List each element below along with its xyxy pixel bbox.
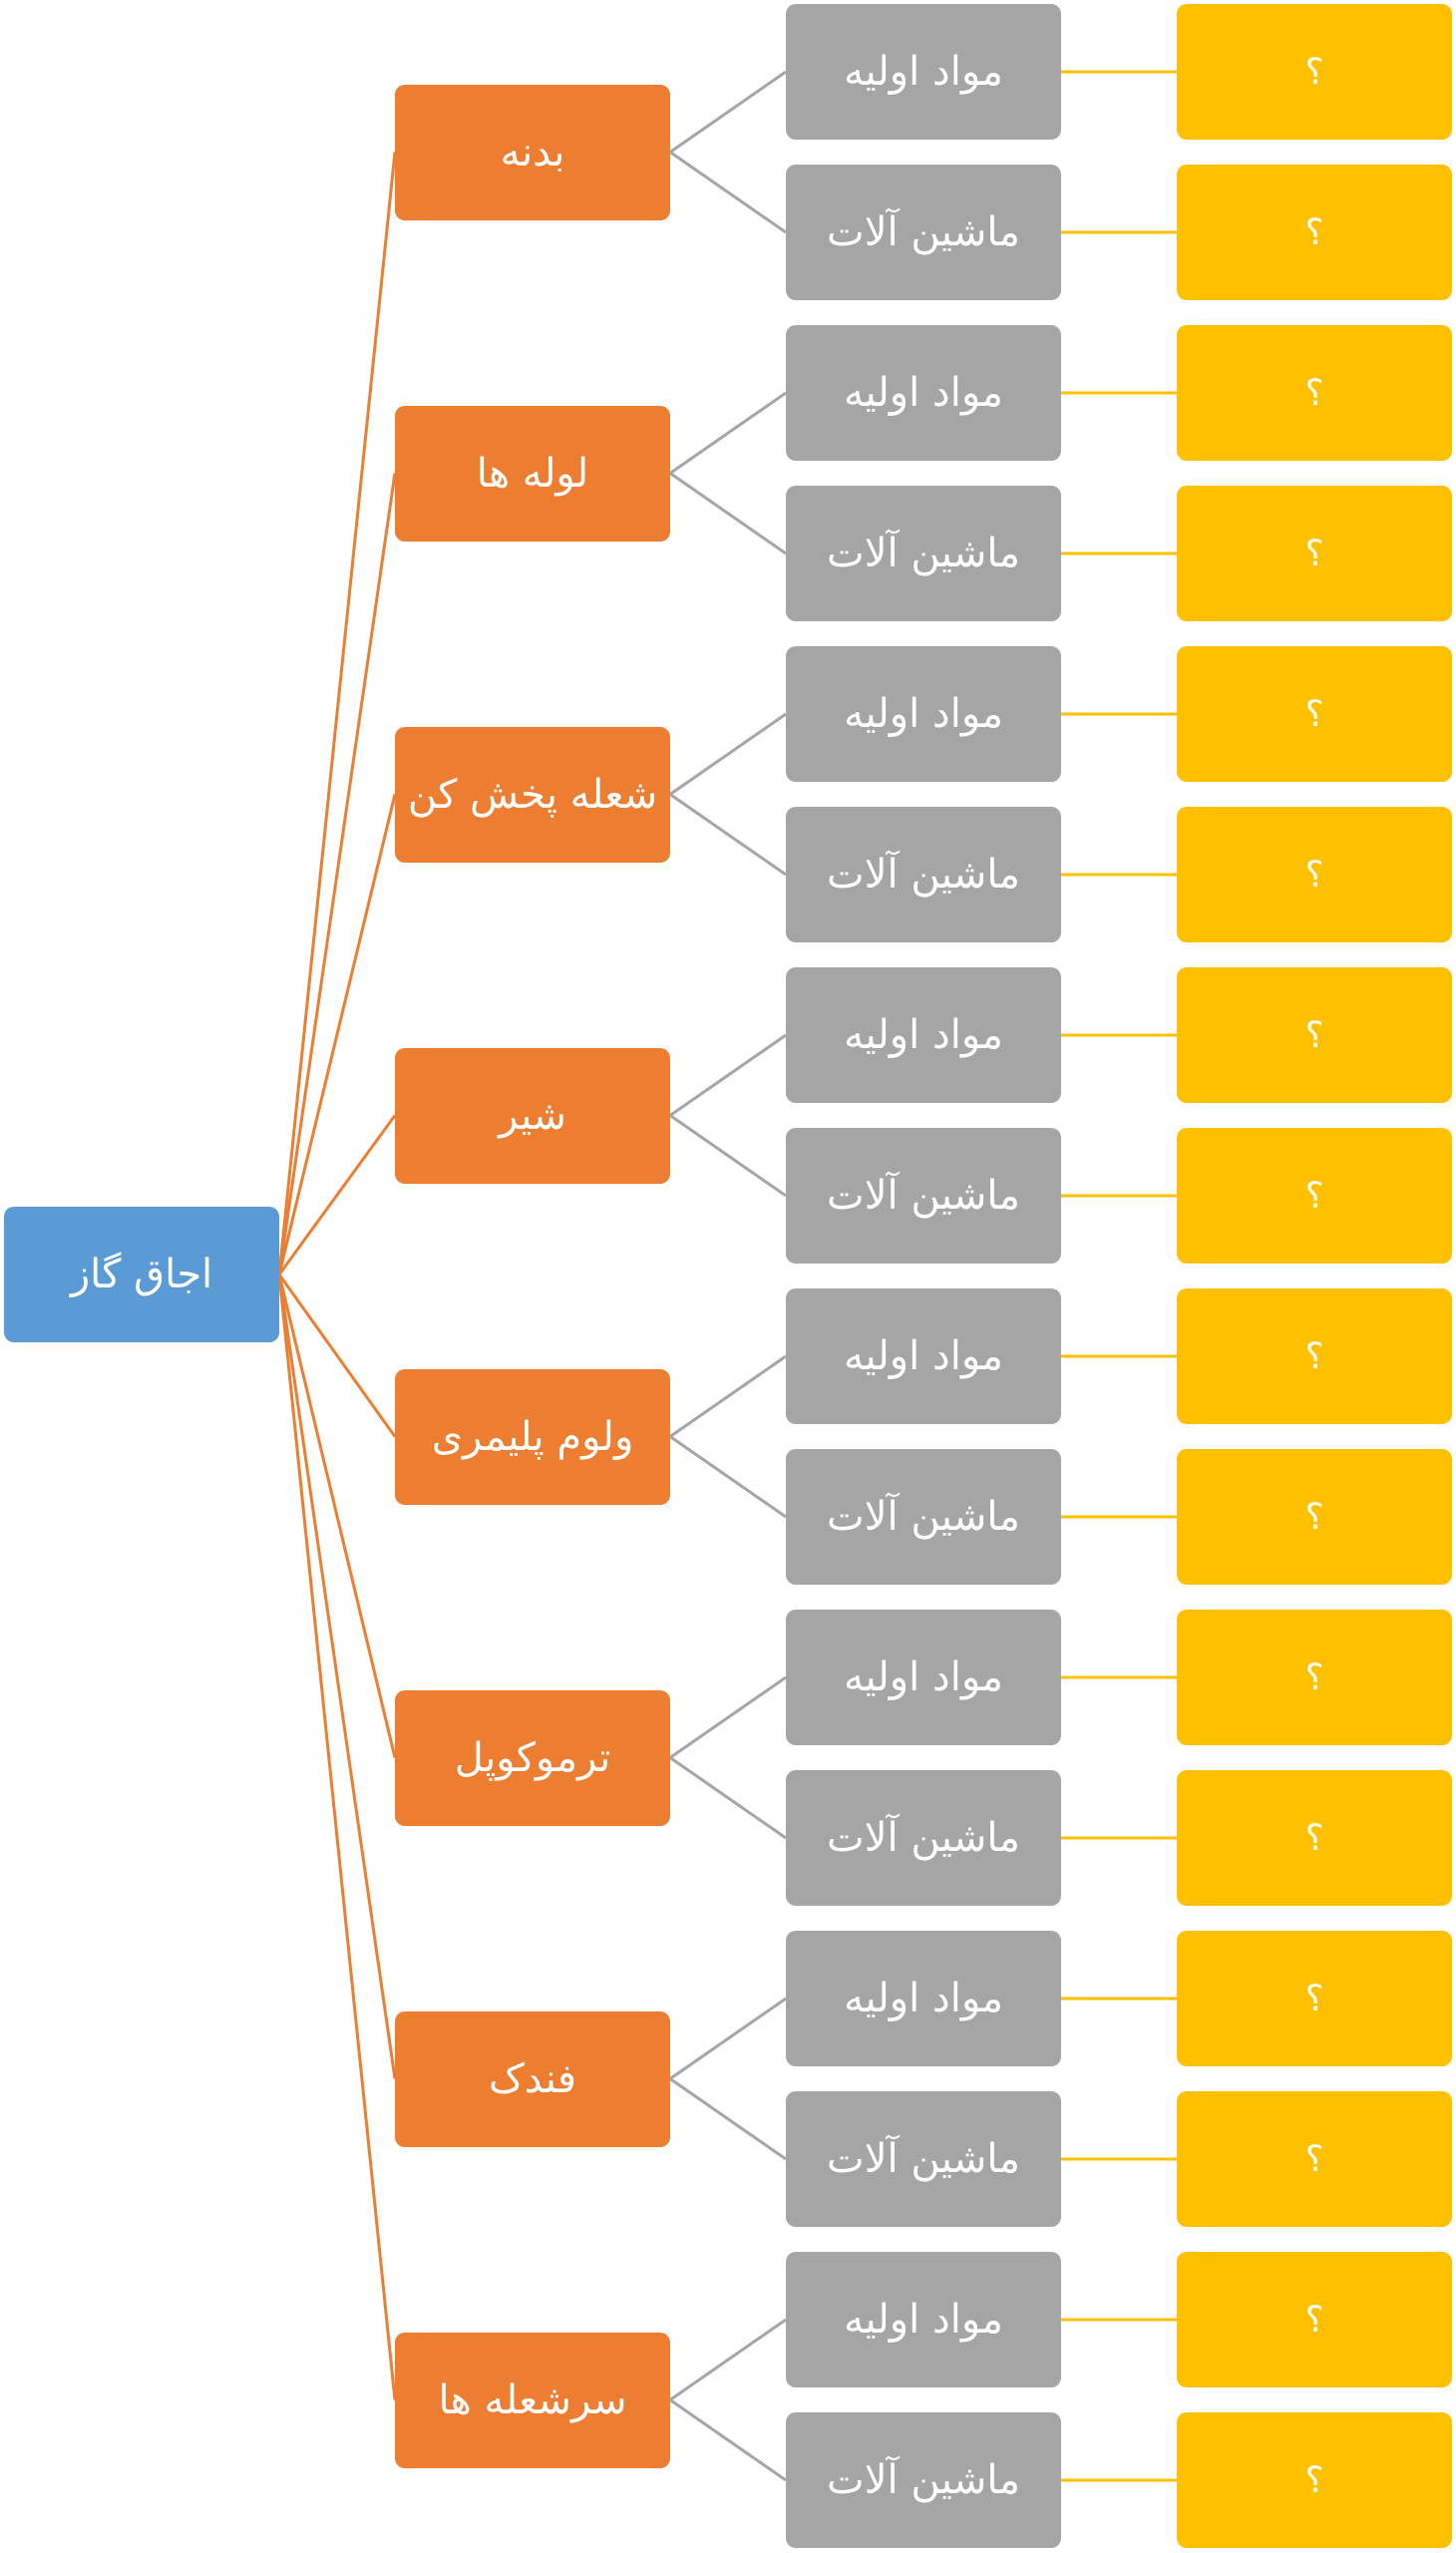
answer-node: ؟: [1177, 325, 1452, 461]
category-connector: [669, 472, 787, 555]
answer-node: ؟: [1177, 1288, 1452, 1424]
category-connector: [669, 70, 787, 154]
category-connector: [669, 391, 787, 475]
answer-node: ؟: [1177, 2091, 1452, 2227]
answer-node: ؟: [1177, 1610, 1452, 1745]
category-connector: [669, 1033, 787, 1117]
category-node: مواد اولیه: [786, 1610, 1061, 1745]
category-node: ماشین آلات: [786, 807, 1061, 942]
category-node: ماشین آلات: [786, 486, 1061, 621]
category-node: ماشین آلات: [786, 1449, 1061, 1585]
category-node: مواد اولیه: [786, 1288, 1061, 1424]
root-node: اجاق گاز: [4, 1207, 279, 1342]
answer-node: ؟: [1177, 1449, 1452, 1585]
root-connector: [277, 473, 397, 1276]
component-node: شعله پخش کن: [395, 726, 670, 863]
answer-node: ؟: [1177, 486, 1452, 621]
component-node: لوله ها: [395, 405, 670, 542]
root-connector: [277, 1114, 397, 1276]
component-node: ولوم پلیمری: [395, 1368, 670, 1505]
answer-node: ؟: [1177, 967, 1452, 1103]
component-node: سرشعله ها: [395, 2332, 670, 2468]
root-connector: [277, 152, 397, 1276]
category-node: مواد اولیه: [786, 325, 1061, 461]
answer-node: ؟: [1177, 2412, 1452, 2548]
category-node: ماشین آلات: [786, 2091, 1061, 2227]
category-node: ماشین آلات: [786, 1128, 1061, 1264]
category-connector: [669, 151, 787, 234]
root-connector: [277, 1274, 397, 1438]
answer-node: ؟: [1177, 1128, 1452, 1264]
root-connector: [277, 1274, 397, 1758]
answer-node: ؟: [1177, 1770, 1452, 1906]
category-connector: [669, 2318, 787, 2401]
answer-node: ؟: [1177, 2252, 1452, 2387]
component-node: شیر: [395, 1047, 670, 1184]
answer-node: ؟: [1177, 646, 1452, 782]
root-connector: [277, 794, 397, 1276]
category-node: مواد اولیه: [786, 967, 1061, 1103]
answer-node: ؟: [1177, 4, 1452, 140]
category-connector: [669, 1675, 787, 1759]
category-node: ماشین آلات: [786, 2412, 1061, 2548]
component-node: بدنه: [395, 84, 670, 220]
category-node: مواد اولیه: [786, 1931, 1061, 2066]
category-connector: [669, 712, 787, 796]
category-node: ماشین آلات: [786, 165, 1061, 300]
category-connector: [669, 1354, 787, 1438]
component-node: فندک: [395, 2010, 670, 2147]
category-connector: [669, 1114, 787, 1198]
category-connector: [669, 2398, 787, 2482]
category-connector: [669, 1435, 787, 1519]
category-node: مواد اولیه: [786, 646, 1061, 782]
component-node: ترموکوپل: [395, 1689, 670, 1826]
category-node: مواد اولیه: [786, 2252, 1061, 2387]
root-connector: [277, 1274, 397, 2400]
category-node: ماشین آلات: [786, 1770, 1061, 1906]
category-node: مواد اولیه: [786, 4, 1061, 140]
answer-node: ؟: [1177, 165, 1452, 300]
category-connector: [669, 793, 787, 877]
category-connector: [669, 1756, 787, 1840]
answer-node: ؟: [1177, 807, 1452, 942]
category-connector: [669, 2077, 787, 2161]
answer-node: ؟: [1177, 1931, 1452, 2066]
root-connector: [277, 1274, 397, 2079]
category-connector: [669, 1997, 787, 2080]
